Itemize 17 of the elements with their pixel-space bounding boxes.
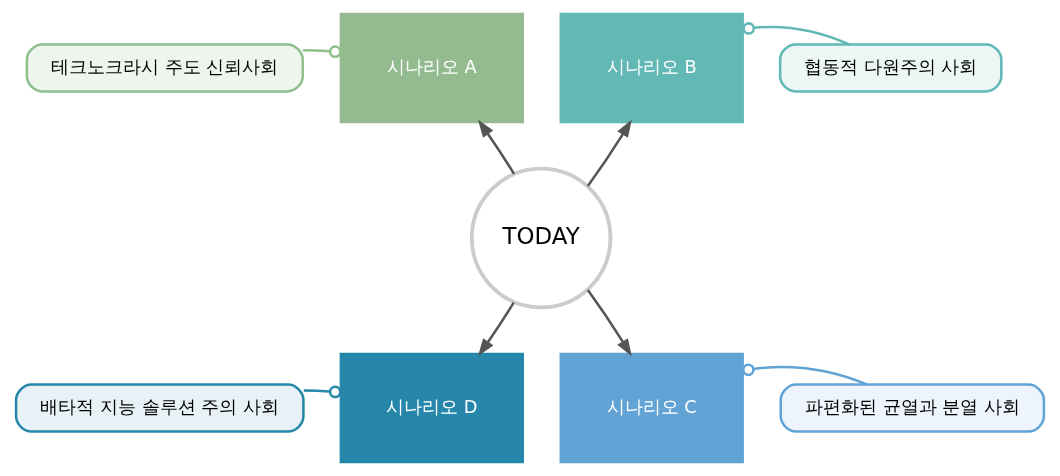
arrow xyxy=(586,119,632,187)
connector xyxy=(742,22,850,46)
arrow xyxy=(478,301,515,357)
node-box: 배타적 지능 솔루션 주의 사회 xyxy=(14,383,305,433)
node-box: 시나리오 D xyxy=(339,352,524,464)
node-box: 시나리오 A xyxy=(339,12,524,124)
node-box: 협동적 다원주의 사회 xyxy=(778,43,1003,93)
connector xyxy=(303,45,342,58)
arrow xyxy=(477,119,516,175)
arrow xyxy=(586,289,632,357)
node-box: 시나리오 C xyxy=(559,352,744,464)
node-box: 시나리오 B xyxy=(559,12,744,124)
connector xyxy=(303,385,342,399)
connector xyxy=(742,363,868,386)
node-box: 테크노크라시 주도 신뢰사회 xyxy=(25,43,305,93)
node-box: 파편화된 균열과 분열 사회 xyxy=(779,383,1046,433)
node-circle: TODAY xyxy=(469,166,613,310)
